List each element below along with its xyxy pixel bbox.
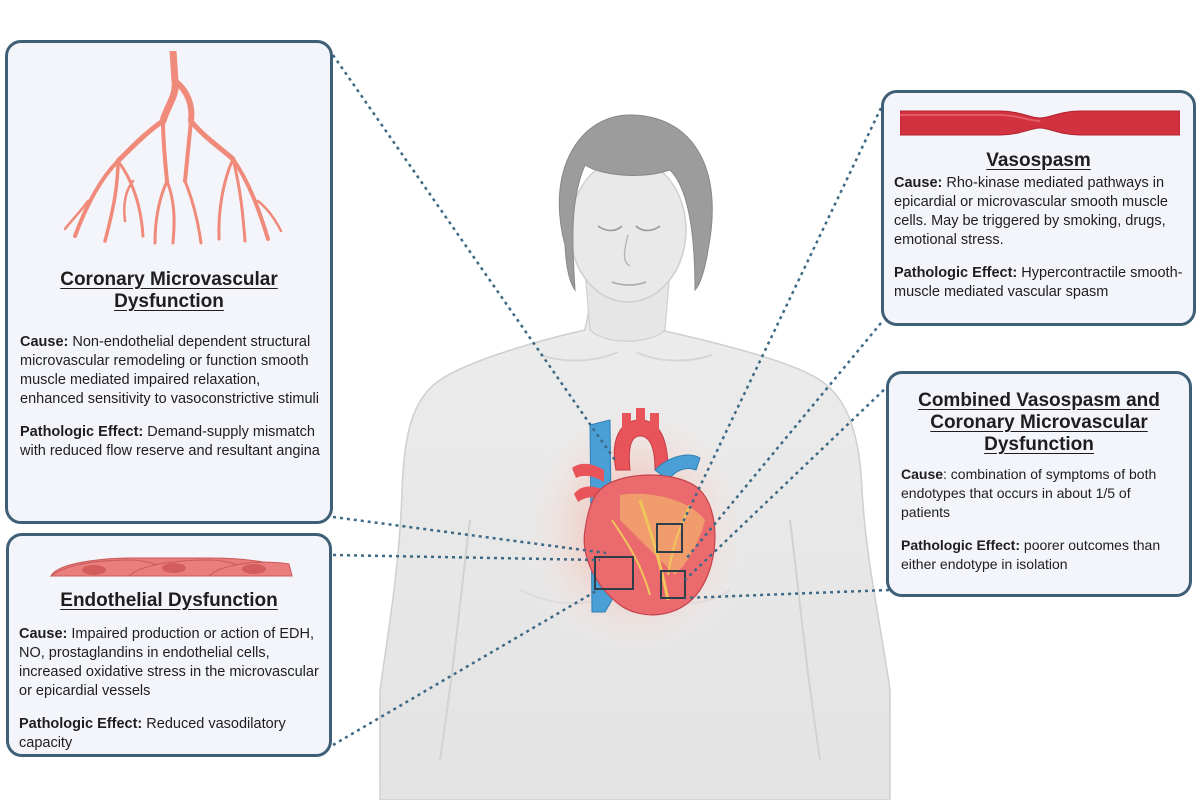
cause-text: Cause: Non-endothelial dependent structu… (20, 334, 319, 407)
microvessel-tree-icon (63, 51, 283, 245)
endothelial-cells-icon (49, 557, 293, 577)
constricted-vessel-icon (900, 110, 1180, 136)
effect-text: Pathologic Effect: Reduced vasodilatory … (19, 716, 286, 751)
effect-text: Pathologic Effect: poorer outcomes than … (901, 537, 1161, 572)
effect-text: Pathologic Effect: Hypercontractile smoo… (894, 265, 1183, 300)
heart-icon (572, 408, 716, 616)
cause-text: Cause: Rho-kinase mediated pathways in e… (894, 175, 1168, 248)
cause-text: Cause: Impaired production or action of … (19, 626, 319, 699)
card-title: Vasospasm (986, 150, 1091, 171)
connector-lines (331, 54, 890, 747)
card-vasospasm: Vasospasm Cause: Rho-kinase mediated pat… (881, 90, 1196, 326)
cause-text: Cause: combination of symptoms of both e… (901, 466, 1157, 520)
card-endothelial-dysfunction: Endothelial Dysfunction Cause: Impaired … (6, 533, 332, 757)
effect-text: Pathologic Effect: Demand-supply mismatc… (20, 424, 320, 459)
card-title: Endothelial Dysfunction (60, 590, 278, 611)
